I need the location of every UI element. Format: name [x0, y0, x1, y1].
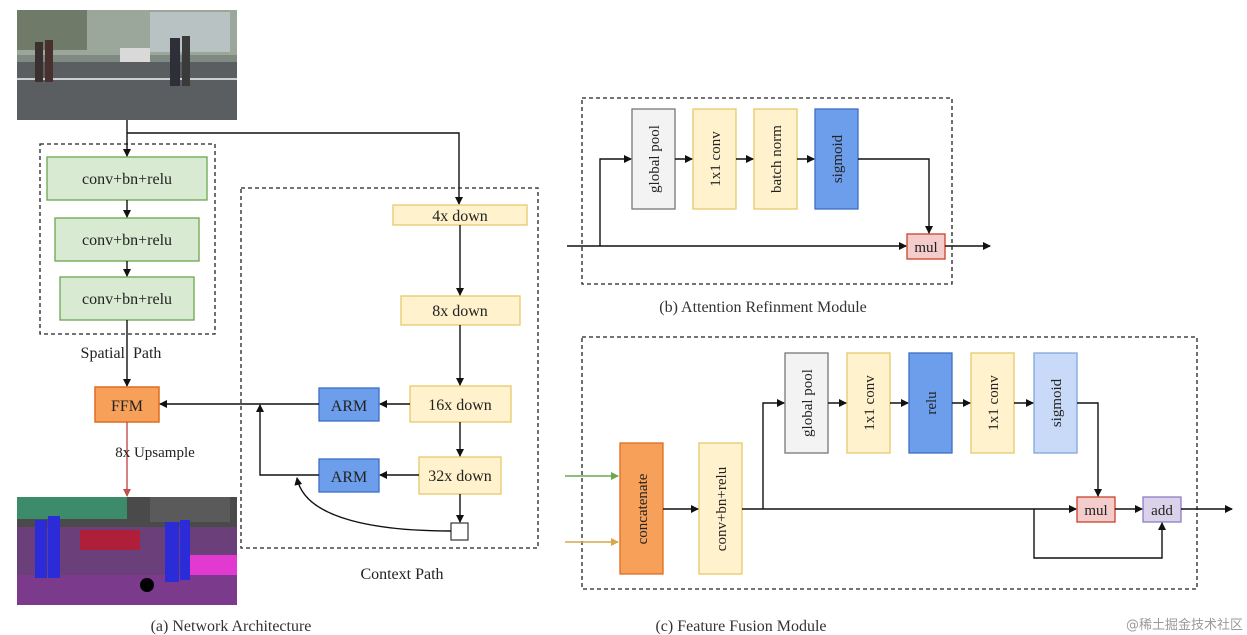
arm-global-pool-label: global pool: [647, 125, 663, 193]
arm-mul-label: mul: [914, 240, 937, 256]
ffm-relu-label: relu: [924, 391, 940, 415]
context-path-box: [240, 187, 539, 549]
ffm-1x1-conv-a: 1x1 conv: [846, 352, 891, 454]
attention-refinement-module: global pool 1x1 conv batch norm sigmoid …: [567, 97, 991, 316]
spatial-block-3: conv+bn+relu: [59, 276, 195, 321]
ffm-global-pool: global pool: [784, 352, 829, 454]
arm-global-pool: global pool: [631, 108, 676, 210]
arm-1-label: ARM: [331, 398, 367, 415]
ffm-concatenate: concatenate: [619, 442, 664, 575]
arm-module-box: [581, 97, 953, 285]
context-32x-down: 32x down: [418, 456, 502, 495]
ffm-label: FFM: [111, 398, 143, 415]
context-32x-label: 32x down: [428, 468, 492, 485]
context-4x-label: 4x down: [432, 208, 488, 225]
ffm-mul-label: mul: [1084, 503, 1107, 519]
context-16x-label: 16x down: [428, 397, 492, 414]
spatial-block-3-label: conv+bn+relu: [82, 291, 172, 308]
global-pool-node: [450, 522, 469, 541]
arm-1x1-conv: 1x1 conv: [692, 108, 737, 210]
spatial-block-2-label: conv+bn+relu: [82, 232, 172, 249]
spatial-block-1: conv+bn+relu: [46, 156, 208, 201]
spatial-block-2: conv+bn+relu: [54, 217, 200, 262]
spatial-path-label: Spatial Path: [81, 345, 162, 362]
context-16x-down: 16x down: [409, 385, 512, 423]
arm-sigmoid: sigmoid: [814, 108, 859, 210]
ffm-relu: relu: [908, 352, 953, 454]
caption-c: (c) Feature Fusion Module: [655, 618, 826, 635]
ffm-add: add: [1142, 496, 1182, 523]
arm-mul: mul: [906, 233, 946, 260]
arm-batch-norm: batch norm: [753, 108, 798, 210]
arm-block-2: ARM: [318, 458, 380, 493]
ffm-block: FFM: [94, 386, 160, 423]
caption-b: (b) Attention Refinment Module: [659, 299, 867, 316]
caption-a: (a) Network Architecture: [151, 618, 312, 635]
context-path-label: Context Path: [360, 566, 443, 583]
arm-block-1: ARM: [318, 387, 380, 422]
ffm-global-pool-label: global pool: [800, 369, 816, 437]
arm-2-label: ARM: [331, 469, 367, 486]
ffm-mul: mul: [1076, 496, 1116, 523]
watermark: @稀土掘金技术社区: [1126, 617, 1243, 633]
ffm-1x1-conv-b-label: 1x1 conv: [986, 375, 1002, 431]
upsample-label: 8x Upsample: [115, 445, 195, 461]
ffm-concatenate-label: concatenate: [635, 473, 651, 544]
input-image: [17, 10, 237, 120]
context-8x-down: 8x down: [400, 295, 521, 326]
context-4x-down: 4x down: [392, 204, 528, 226]
arm-batch-norm-label: batch norm: [769, 125, 785, 193]
feature-fusion-module: concatenate conv+bn+relu global pool 1x1…: [565, 336, 1233, 635]
ffm-1x1-conv-b: 1x1 conv: [970, 352, 1015, 454]
output-segmentation: [17, 497, 237, 605]
ffm-sigmoid-label: sigmoid: [1049, 378, 1065, 427]
spatial-block-1-label: conv+bn+relu: [82, 171, 172, 188]
ffm-add-label: add: [1151, 503, 1173, 519]
ffm-conv-bn-relu: conv+bn+relu: [698, 442, 743, 575]
arm-sigmoid-label: sigmoid: [830, 134, 846, 183]
ffm-conv-bn-relu-label: conv+bn+relu: [714, 466, 730, 551]
ffm-1x1-conv-a-label: 1x1 conv: [862, 375, 878, 431]
network-architecture: conv+bn+relu conv+bn+relu conv+bn+relu S…: [17, 10, 539, 635]
ffm-sigmoid: sigmoid: [1033, 352, 1078, 454]
arm-1x1-conv-label: 1x1 conv: [708, 131, 724, 187]
context-8x-label: 8x down: [432, 303, 488, 320]
